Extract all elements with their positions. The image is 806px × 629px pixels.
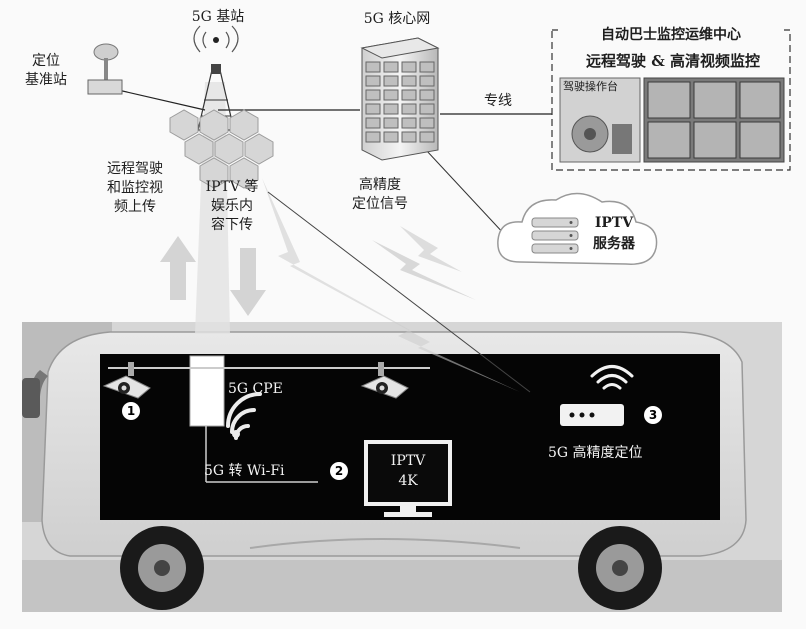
cpe-label: 5G CPE bbox=[228, 381, 283, 397]
hd-signal-link bbox=[267, 191, 531, 393]
core-network-label: 5G 核心网 bbox=[363, 11, 431, 27]
base-station-label: 5G 基站 bbox=[191, 9, 245, 25]
cpe-device bbox=[189, 355, 225, 427]
cell-coverage-hexagons bbox=[169, 109, 274, 189]
positioning-station-label-2: 基准站 bbox=[25, 72, 67, 88]
hd-signal-label-2: 定位信号 bbox=[352, 196, 408, 212]
tv-icon bbox=[364, 440, 452, 517]
marker-2: 2 bbox=[330, 462, 348, 480]
monitoring-center-subtitle: 远程驾驶 & 高清视频监控 bbox=[586, 52, 760, 70]
hd-positioning-label: 5G 高精度定位 bbox=[548, 445, 643, 461]
rear-wheel bbox=[578, 526, 662, 610]
upload-label-1: 远程驾驶 bbox=[107, 161, 163, 177]
upload-label-3: 频上传 bbox=[114, 199, 156, 215]
camera-icon bbox=[102, 362, 151, 399]
marker-1: 1 bbox=[122, 402, 140, 420]
console-label: 驾驶操作台 bbox=[563, 80, 618, 93]
front-wheel bbox=[120, 526, 204, 610]
router-icon bbox=[560, 365, 634, 426]
positioning-link bbox=[117, 89, 206, 111]
iptv-download-label-1: IPTV 等 bbox=[205, 179, 259, 195]
monitoring-center bbox=[551, 29, 791, 171]
iptv-download-label-3: 容下传 bbox=[211, 217, 253, 233]
hd-signal-label-1: 高精度 bbox=[359, 177, 401, 193]
wifi-label: 5G 转 Wi-Fi bbox=[204, 463, 285, 479]
tv-label-1: IPTV bbox=[390, 453, 426, 469]
tv-label-2: 4K bbox=[398, 473, 418, 489]
gnss-antenna-icon bbox=[87, 43, 123, 95]
monitoring-center-title: 自动巴士监控运维中心 bbox=[558, 26, 784, 44]
arrow-icon bbox=[160, 236, 266, 316]
camera-icon bbox=[360, 362, 409, 399]
upload-label-2: 和监控视 bbox=[107, 180, 163, 196]
core-iptv-link bbox=[425, 149, 507, 237]
iptv-server-label-2: 服务器 bbox=[593, 236, 635, 252]
marker-3: 3 bbox=[644, 406, 662, 424]
positioning-station-label-1: 定位 bbox=[32, 53, 60, 69]
iptv-download-label-2: 娱乐内 bbox=[211, 198, 253, 214]
lightning-icon bbox=[262, 178, 520, 392]
side-mirror bbox=[22, 378, 40, 418]
cloud-icon bbox=[497, 192, 658, 265]
dedicated-line-label: 专线 bbox=[484, 93, 512, 109]
server-rack-icon bbox=[360, 37, 440, 161]
iptv-server-label-1: IPTV bbox=[594, 215, 634, 231]
